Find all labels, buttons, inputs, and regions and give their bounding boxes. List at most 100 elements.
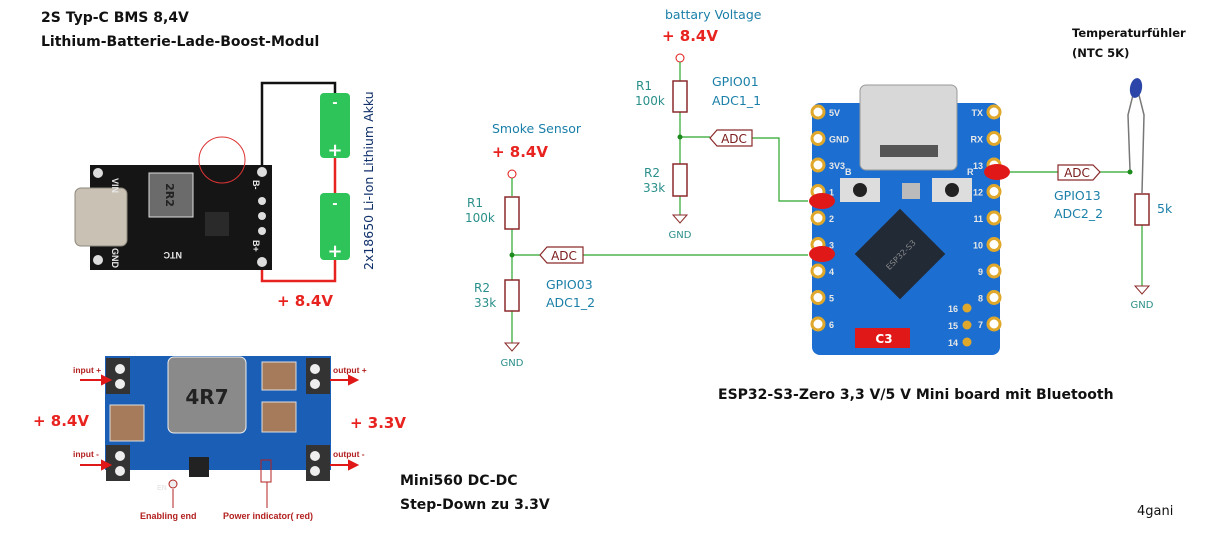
highlight-circle (198, 136, 246, 184)
ground-symbol (671, 214, 689, 224)
enable-label: Enabling end (140, 511, 197, 521)
pin-label: 5 (829, 294, 834, 304)
capacitor (261, 361, 297, 391)
button-r-label: R (967, 167, 974, 177)
terminal-holes (115, 364, 320, 476)
thermistor-icon (1129, 78, 1143, 98)
battery-voltage-title: battary Voltage (665, 7, 762, 22)
ntc-title-line2: (NTC 5K) (1072, 46, 1129, 60)
r2-value: 33k (643, 181, 665, 195)
pin-pad (962, 320, 972, 330)
inductor-label: 2R2 (163, 183, 176, 207)
button-cap (945, 183, 959, 197)
output-plus-label: output + (333, 365, 367, 375)
input-plus-terminal (106, 358, 130, 394)
regulator-ic (189, 457, 209, 477)
pin-pad (810, 104, 826, 120)
adc-net-label (539, 246, 584, 264)
resistor-r1 (504, 196, 520, 230)
battery-minus-sign: - (332, 96, 337, 111)
pin-pad (986, 184, 1002, 199)
bms-output-voltage: + 8.4V (277, 292, 333, 310)
voltage-terminal (675, 53, 685, 63)
pad-b-plus (257, 257, 267, 267)
resistor-r2 (504, 279, 520, 312)
pin-label: 14 (948, 338, 958, 348)
antenna-label: C3 (875, 332, 892, 346)
pad (93, 168, 103, 178)
adc-label: ADC (1064, 166, 1090, 180)
battery-plus-sign: + (327, 140, 342, 161)
battery-positive-wire (260, 260, 337, 283)
pin-label-b-plus: B+ (251, 240, 261, 252)
pin-pad (810, 316, 826, 332)
ntc-section: Temperaturfühler (NTC 5K) ADC GPIO13 ADC… (1010, 26, 1186, 311)
smoke-voltage: + 8.4V (492, 143, 548, 161)
connection-marker-gpio1 (809, 193, 835, 209)
r1-value: 100k (635, 94, 665, 108)
ntc-title-line1: Temperaturfühler (1072, 26, 1186, 40)
gnd-label: GND (1131, 300, 1154, 311)
gpio-label: GPIO13 (1054, 188, 1101, 203)
author-signature: 4gani (1137, 504, 1173, 519)
pad (258, 212, 266, 220)
pin-label: 10 (973, 241, 983, 251)
pad (93, 255, 103, 265)
voltage-terminal (507, 169, 517, 179)
pin-pad (986, 131, 1002, 146)
smoke-divider: Smoke Sensor + 8.4V GND R1 100k R2 33k A… (465, 121, 808, 369)
thermistor-leads (1127, 94, 1145, 194)
r2-ref: R2 (474, 281, 490, 295)
output-minus-label: output - (333, 449, 365, 459)
direction-arrows (80, 374, 360, 471)
pin-pad (986, 290, 1002, 305)
pin-label: 3V3 (829, 161, 845, 171)
output-plus-terminal (306, 358, 330, 394)
r2-value: 33k (474, 296, 496, 310)
pin-label: TX (971, 108, 983, 118)
input-plus-label: input + (73, 365, 101, 375)
pin-label: 13 (973, 161, 983, 171)
pin-label: 5V (829, 108, 840, 118)
pad-b-minus (257, 167, 267, 177)
input-minus-label: input - (73, 449, 99, 459)
button-b-label: B (845, 167, 852, 177)
battery-divider: battary Voltage + 8.4V GND R1 100k R2 33… (635, 7, 808, 241)
pin-pad (810, 131, 826, 146)
pin-label: 9 (978, 267, 983, 277)
pin-label: 1 (829, 188, 834, 198)
smoke-sensor-title: Smoke Sensor (492, 121, 582, 136)
adc-channel-label: ADC1_2 (546, 295, 595, 310)
pin-pad (986, 104, 1002, 120)
pin-pad (962, 303, 972, 313)
pin-label: RX (970, 135, 983, 145)
antenna (855, 328, 910, 348)
bms-title-line1: 2S Typ-C BMS 8,4V (41, 10, 189, 26)
pin-label-ntc: NTC (163, 250, 182, 260)
adc-net-label (1057, 164, 1101, 181)
mini560-input-voltage: + 8.4V (33, 412, 89, 430)
adc-channel-label: ADC1_1 (712, 93, 761, 108)
pin-label: 6 (829, 320, 834, 330)
pin-label: 8 (978, 294, 983, 304)
battery-plus-sign: + (327, 241, 342, 262)
pin-label: 3 (829, 241, 834, 251)
battery-minus-sign: - (332, 197, 337, 212)
pin-pad (810, 210, 826, 226)
gnd-label: GND (501, 358, 524, 369)
bms-section: 2S Typ-C BMS 8,4V Lithium-Batterie-Lade-… (41, 10, 376, 310)
power-indicator-label: Power indicator( red) (223, 511, 313, 521)
mini560-title-line1: Mini560 DC-DC (400, 473, 518, 489)
bms-ic (205, 212, 229, 236)
pin-label-vin: VIN (110, 178, 120, 193)
mini560-title-line2: Step-Down zu 3.3V (400, 497, 550, 513)
pin-label: 2 (829, 214, 834, 224)
connection-marker-gpio3 (809, 246, 835, 262)
rgb-led (902, 183, 920, 199)
gnd-label: GND (669, 230, 692, 241)
battery-negative-wire (260, 81, 337, 170)
bms-title-line2: Lithium-Batterie-Lade-Boost-Modul (41, 34, 319, 50)
pin-pad (962, 337, 972, 347)
